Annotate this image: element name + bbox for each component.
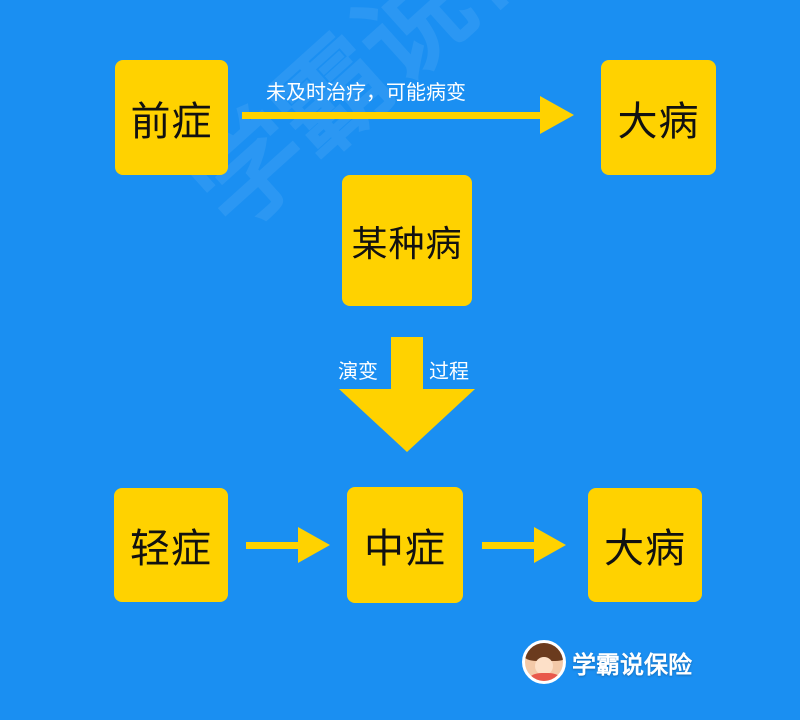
- node-precursor: 前症: [115, 60, 228, 175]
- top-arrow-label: 未及时治疗，可能病变: [266, 80, 466, 104]
- node-mild: 轻症: [114, 488, 228, 602]
- moderate-to-major-arrow-head: [534, 527, 566, 563]
- top-arrow-shaft: [242, 112, 540, 119]
- avatar-icon: [522, 640, 566, 684]
- mild-to-moderate-arrow-head: [298, 527, 330, 563]
- evolution-label-left: 演变: [338, 359, 378, 383]
- node-major-bottom: 大病: [588, 488, 702, 602]
- evolution-label-right: 过程: [429, 359, 469, 383]
- mild-to-moderate-arrow-shaft: [246, 542, 300, 549]
- brand-name: 学霸说保险: [572, 650, 692, 679]
- top-arrow-head: [540, 96, 574, 134]
- moderate-to-major-arrow-shaft: [482, 542, 536, 549]
- down-arrow-shaft: [391, 337, 423, 391]
- node-disease: 某种病: [342, 175, 472, 306]
- node-moderate: 中症: [347, 487, 463, 603]
- node-major-top: 大病: [601, 60, 716, 175]
- down-arrow-head: [339, 389, 475, 452]
- brand-logo: 学霸说保险: [522, 640, 692, 684]
